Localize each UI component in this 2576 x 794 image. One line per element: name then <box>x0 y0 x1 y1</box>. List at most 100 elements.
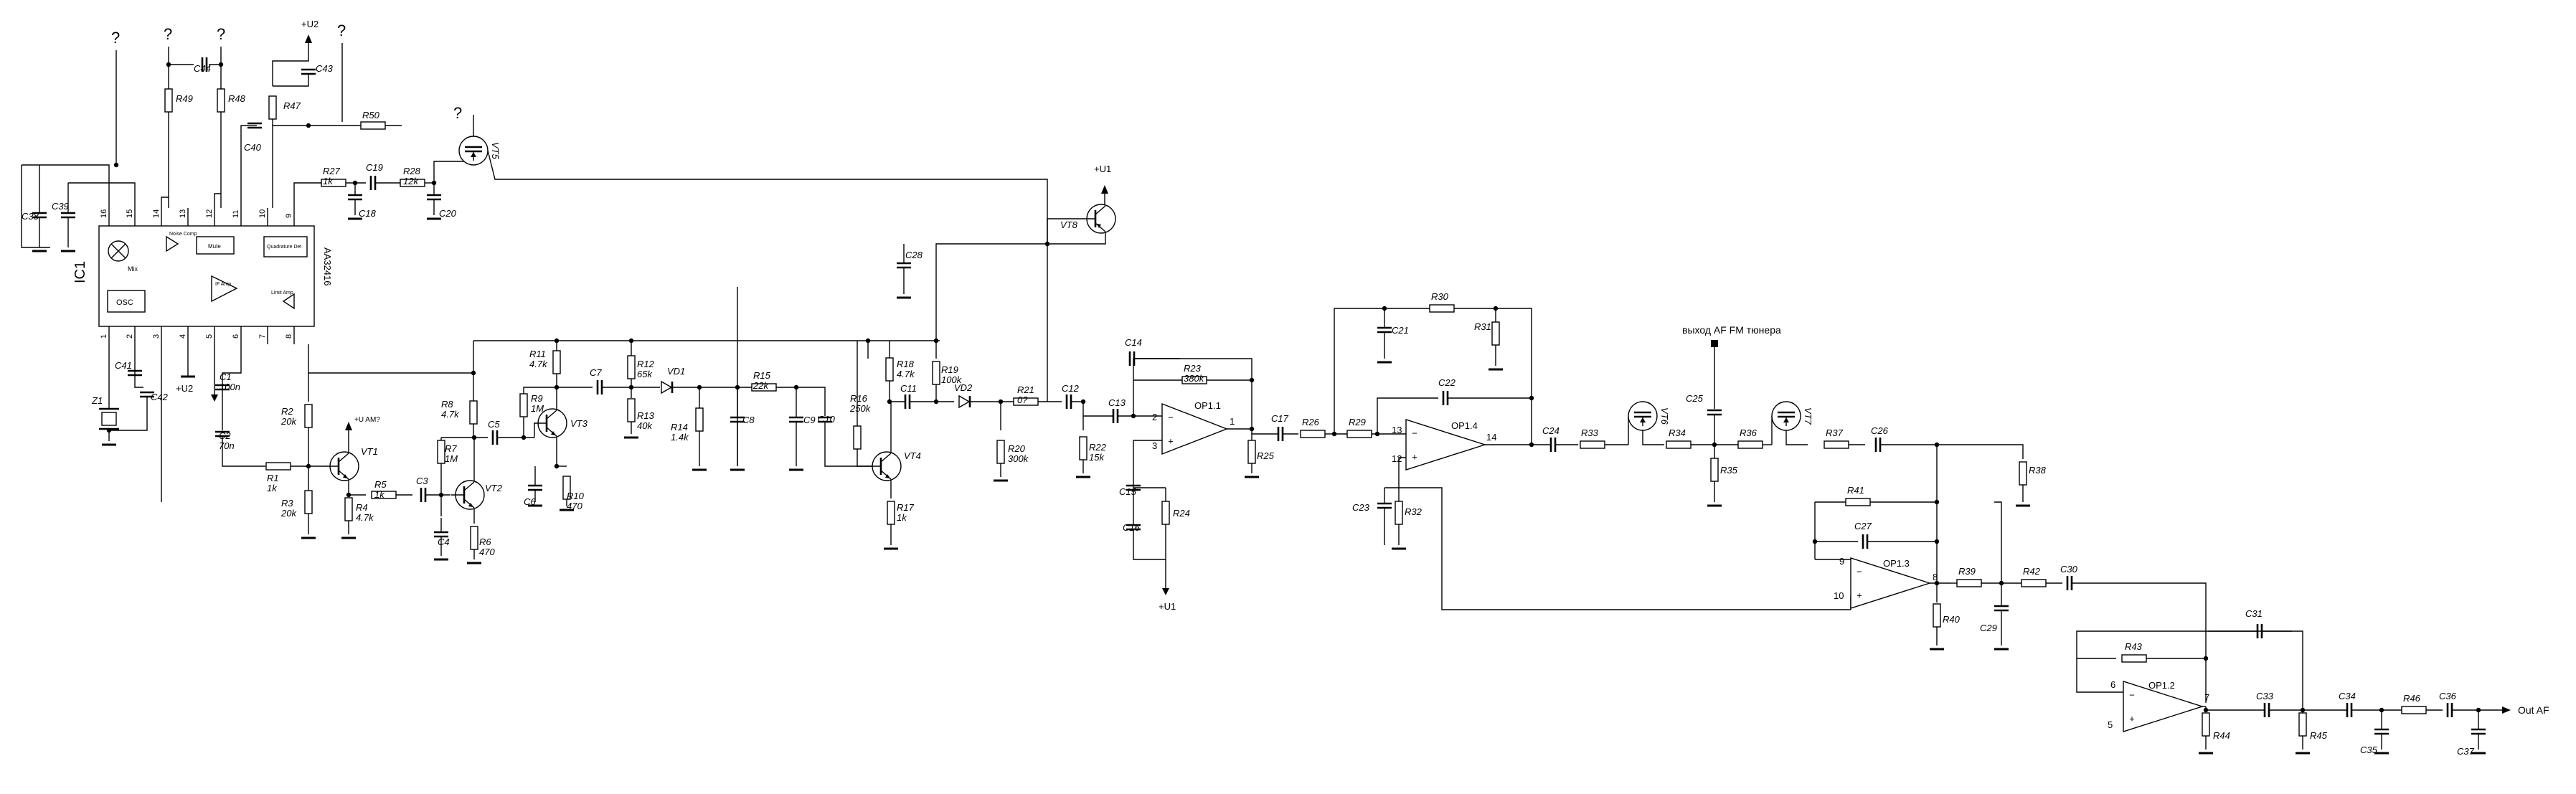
opamp-plus: + <box>1168 436 1174 447</box>
resistor-value: 1k <box>323 176 334 186</box>
opamp-pin: 5 <box>2108 719 2113 730</box>
resistor <box>1666 440 1692 449</box>
resistor <box>885 357 894 382</box>
resistor-value: 65k <box>637 369 653 379</box>
transistor-lead <box>546 410 557 420</box>
capacitor-label: C33 <box>2256 691 2274 701</box>
fm-output-label: выход AF FM тюнера <box>1682 324 1781 336</box>
ic-pin-number: 12 <box>205 209 214 218</box>
output-arrow <box>2502 706 2511 714</box>
resistor <box>695 407 704 432</box>
wire <box>109 397 148 431</box>
transistor-label: VT3 <box>570 418 588 429</box>
transistor-arrow <box>343 474 348 478</box>
wire <box>1133 440 1162 488</box>
noise-block <box>166 235 179 252</box>
resistor-label: R29 <box>1349 417 1366 427</box>
opamp-label: OP1.4 <box>1451 420 1478 431</box>
capacitor-label: C37 <box>2457 746 2475 757</box>
resistor-value: 20k <box>280 508 297 519</box>
resistor-label: R24 <box>1173 508 1190 519</box>
junction-dot <box>306 123 311 128</box>
resistor-value: 1k <box>897 512 907 523</box>
resistor <box>751 383 777 392</box>
opamp-pin: 10 <box>1834 590 1844 601</box>
capacitor-label: C26 <box>1871 425 1889 436</box>
wire <box>1135 358 1252 429</box>
resistor <box>371 491 397 499</box>
capacitor-label: C29 <box>1980 623 1997 633</box>
ic-pin-number: 15 <box>126 209 134 218</box>
capacitor-value: 100n <box>220 382 240 392</box>
resistor-label: R7 <box>445 443 457 454</box>
resistor-value: 20k <box>280 416 297 427</box>
resistor <box>2019 461 2027 486</box>
osc-block <box>107 290 146 313</box>
resistor-label: R27 <box>323 166 341 176</box>
resistor-label: R40 <box>1943 614 1961 625</box>
resistor <box>344 497 353 521</box>
wire <box>214 193 221 208</box>
resistor-label: R48 <box>228 93 246 104</box>
supply-arrow <box>345 422 352 430</box>
capacitor-label: C23 <box>1352 502 1370 513</box>
resistor <box>469 400 478 425</box>
opamp-label: OP1.3 <box>1883 558 1910 569</box>
wire <box>308 341 474 374</box>
wire <box>240 125 247 208</box>
capacitor-label: C44 <box>194 63 211 74</box>
capacitor-label: C16 <box>1123 522 1141 533</box>
resistor <box>1013 397 1039 406</box>
resistor-label: R34 <box>1669 427 1686 438</box>
capacitor-label: C11 <box>900 383 917 394</box>
opamp-plus: + <box>1412 452 1417 463</box>
resistor-label: R6 <box>479 537 491 547</box>
resistor <box>996 440 1005 464</box>
capacitor-label: C19 <box>366 162 383 173</box>
ic-pin-number: 9 <box>285 214 293 218</box>
resistor-label: R31 <box>1474 321 1491 332</box>
opamp-pin: 6 <box>2110 679 2115 690</box>
osc-label: OSC <box>116 298 133 307</box>
resistor-label: R17 <box>897 502 915 513</box>
junction-dot <box>628 338 634 344</box>
wire <box>935 243 1047 341</box>
output-label: Out AF <box>2518 704 2549 716</box>
resistor <box>1933 603 1941 628</box>
capacitor-label: C7 <box>590 367 602 378</box>
resistor-label: R20 <box>1008 443 1026 454</box>
resistor-label: R16 <box>850 393 868 404</box>
capacitor-label: C14 <box>1125 337 1142 348</box>
capacitor-label: C6 <box>524 496 536 507</box>
diode <box>958 394 971 409</box>
resistor <box>1079 436 1088 460</box>
ic-pin-number: 16 <box>100 209 108 218</box>
wire <box>222 436 265 467</box>
resistor-value: 4.7k <box>441 409 460 420</box>
opamp-pin: 8 <box>1933 572 1938 582</box>
opamp-label: OP1.2 <box>2148 680 2175 691</box>
crystal-label: Z1 <box>91 395 103 406</box>
opamp-plus: + <box>2129 714 2135 724</box>
resistor-label: R14 <box>671 422 688 433</box>
capacitor-label: C27 <box>1854 521 1872 531</box>
capacitor-label: C1 <box>220 372 232 382</box>
resistor-label: R30 <box>1431 291 1449 302</box>
wire <box>273 74 309 87</box>
transistor-label: VT8 <box>1060 219 1078 230</box>
diode-label: VD1 <box>667 366 685 377</box>
ic-pin-number: 14 <box>152 209 161 218</box>
resistor-label: R39 <box>1958 566 1976 577</box>
supply-arrow <box>1162 588 1169 595</box>
resistor-label: R4 <box>356 502 368 513</box>
resistor-label: R2 <box>281 406 293 417</box>
resistor <box>2298 712 2307 737</box>
resistor <box>437 440 445 464</box>
junction-dot <box>113 162 119 168</box>
ic-pin-number: 10 <box>258 209 267 218</box>
resistor-value: 15k <box>1089 452 1105 463</box>
wire <box>523 387 557 394</box>
wire <box>1047 232 1106 245</box>
opamp <box>1850 557 1932 609</box>
capacitor-label: C21 <box>1392 325 1409 336</box>
